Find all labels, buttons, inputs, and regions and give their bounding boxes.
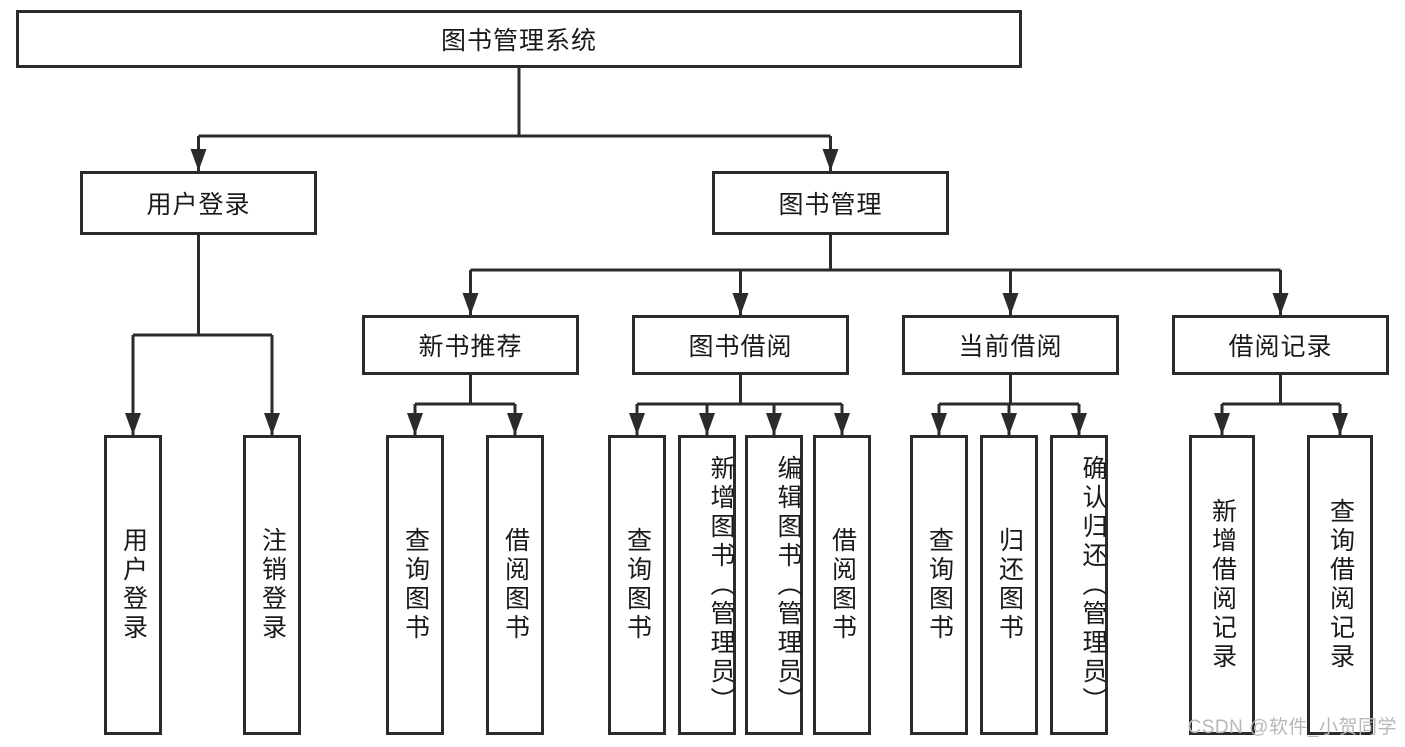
- node-leaf-rec-query[interactable]: 查询图书: [386, 435, 444, 735]
- node-label-leaf-rec-add: 新增借阅记录: [1208, 498, 1237, 672]
- arrowhead-book-borrow-to-leaf-borrow-add: [699, 413, 715, 435]
- node-leaf-borrow-add[interactable]: 新增图书（管理员）: [678, 435, 736, 735]
- node-label-new-book-rec: 新书推荐: [418, 333, 523, 361]
- node-leaf-borrow-do[interactable]: 借阅图书: [813, 435, 871, 735]
- node-label-borrow-record: 借阅记录: [1228, 333, 1333, 361]
- arrowhead-user-login-to-leaf-user-login: [125, 413, 141, 435]
- arrowhead-book-borrow-to-leaf-borrow-do: [834, 413, 850, 435]
- node-label-leaf-borrow-edit: 编辑图书（管理员）: [774, 454, 802, 716]
- node-book-borrow[interactable]: 图书借阅: [632, 315, 849, 375]
- node-borrow-record[interactable]: 借阅记录: [1172, 315, 1389, 375]
- arrowhead-book-manage-to-current-borrow: [1002, 293, 1019, 315]
- node-leaf-user-login[interactable]: 用户登录: [104, 435, 162, 735]
- node-leaf-rec-borrow[interactable]: 借阅图书: [486, 435, 544, 735]
- arrowhead-root-to-user-login: [190, 149, 207, 171]
- arrowhead-current-borrow-to-leaf-cur-return: [1001, 413, 1017, 435]
- node-label-book-manage: 图书管理: [778, 191, 883, 219]
- arrowhead-new-book-rec-to-leaf-rec-query: [407, 413, 423, 435]
- arrowhead-new-book-rec-to-leaf-rec-borrow: [507, 413, 523, 435]
- node-root[interactable]: 图书管理系统: [16, 10, 1022, 68]
- arrowhead-borrow-record-to-leaf-rec-add: [1214, 413, 1230, 435]
- arrowhead-book-manage-to-new-book-rec: [462, 293, 479, 315]
- node-label-leaf-cur-return: 归还图书: [995, 527, 1024, 643]
- node-label-leaf-borrow-query: 查询图书: [623, 527, 652, 643]
- node-leaf-rec-add[interactable]: 新增借阅记录: [1189, 435, 1255, 735]
- arrowhead-root-to-book-manage: [822, 149, 839, 171]
- node-label-leaf-cur-query: 查询图书: [925, 527, 954, 643]
- node-label-leaf-rec-query: 查询图书: [401, 527, 430, 643]
- arrowhead-book-borrow-to-leaf-borrow-edit: [766, 413, 782, 435]
- arrowhead-book-borrow-to-leaf-borrow-query: [629, 413, 645, 435]
- arrowhead-current-borrow-to-leaf-cur-confirm: [1071, 413, 1087, 435]
- arrowhead-user-login-to-leaf-logout: [264, 413, 280, 435]
- node-leaf-borrow-edit[interactable]: 编辑图书（管理员）: [745, 435, 803, 735]
- watermark-label: CSDN @软件_小贺同学: [1187, 717, 1397, 738]
- node-leaf-logout[interactable]: 注销登录: [243, 435, 301, 735]
- node-label-root: 图书管理系统: [440, 27, 597, 55]
- node-label-leaf-user-login: 用户登录: [119, 527, 148, 643]
- node-current-borrow[interactable]: 当前借阅: [902, 315, 1119, 375]
- arrowhead-book-manage-to-book-borrow: [732, 293, 749, 315]
- node-label-leaf-borrow-do: 借阅图书: [828, 527, 857, 643]
- node-label-current-borrow: 当前借阅: [958, 333, 1063, 361]
- node-leaf-rec-search[interactable]: 查询借阅记录: [1307, 435, 1373, 735]
- node-new-book-rec[interactable]: 新书推荐: [362, 315, 579, 375]
- arrowhead-borrow-record-to-leaf-rec-search: [1332, 413, 1348, 435]
- node-label-user-login: 用户登录: [146, 191, 251, 219]
- node-label-leaf-logout: 注销登录: [258, 527, 287, 643]
- node-label-leaf-cur-confirm: 确认归还（管理员）: [1079, 454, 1107, 716]
- node-leaf-cur-return[interactable]: 归还图书: [980, 435, 1038, 735]
- node-label-leaf-rec-search: 查询借阅记录: [1326, 498, 1355, 672]
- node-leaf-borrow-query[interactable]: 查询图书: [608, 435, 666, 735]
- arrowhead-book-manage-to-borrow-record: [1272, 293, 1289, 315]
- arrowhead-current-borrow-to-leaf-cur-query: [931, 413, 947, 435]
- node-leaf-cur-confirm[interactable]: 确认归还（管理员）: [1050, 435, 1108, 735]
- node-label-leaf-borrow-add: 新增图书（管理员）: [707, 454, 735, 716]
- node-book-manage[interactable]: 图书管理: [712, 171, 949, 235]
- node-leaf-cur-query[interactable]: 查询图书: [910, 435, 968, 735]
- node-user-login[interactable]: 用户登录: [80, 171, 317, 235]
- node-label-leaf-rec-borrow: 借阅图书: [501, 527, 530, 643]
- node-label-book-borrow: 图书借阅: [688, 333, 793, 361]
